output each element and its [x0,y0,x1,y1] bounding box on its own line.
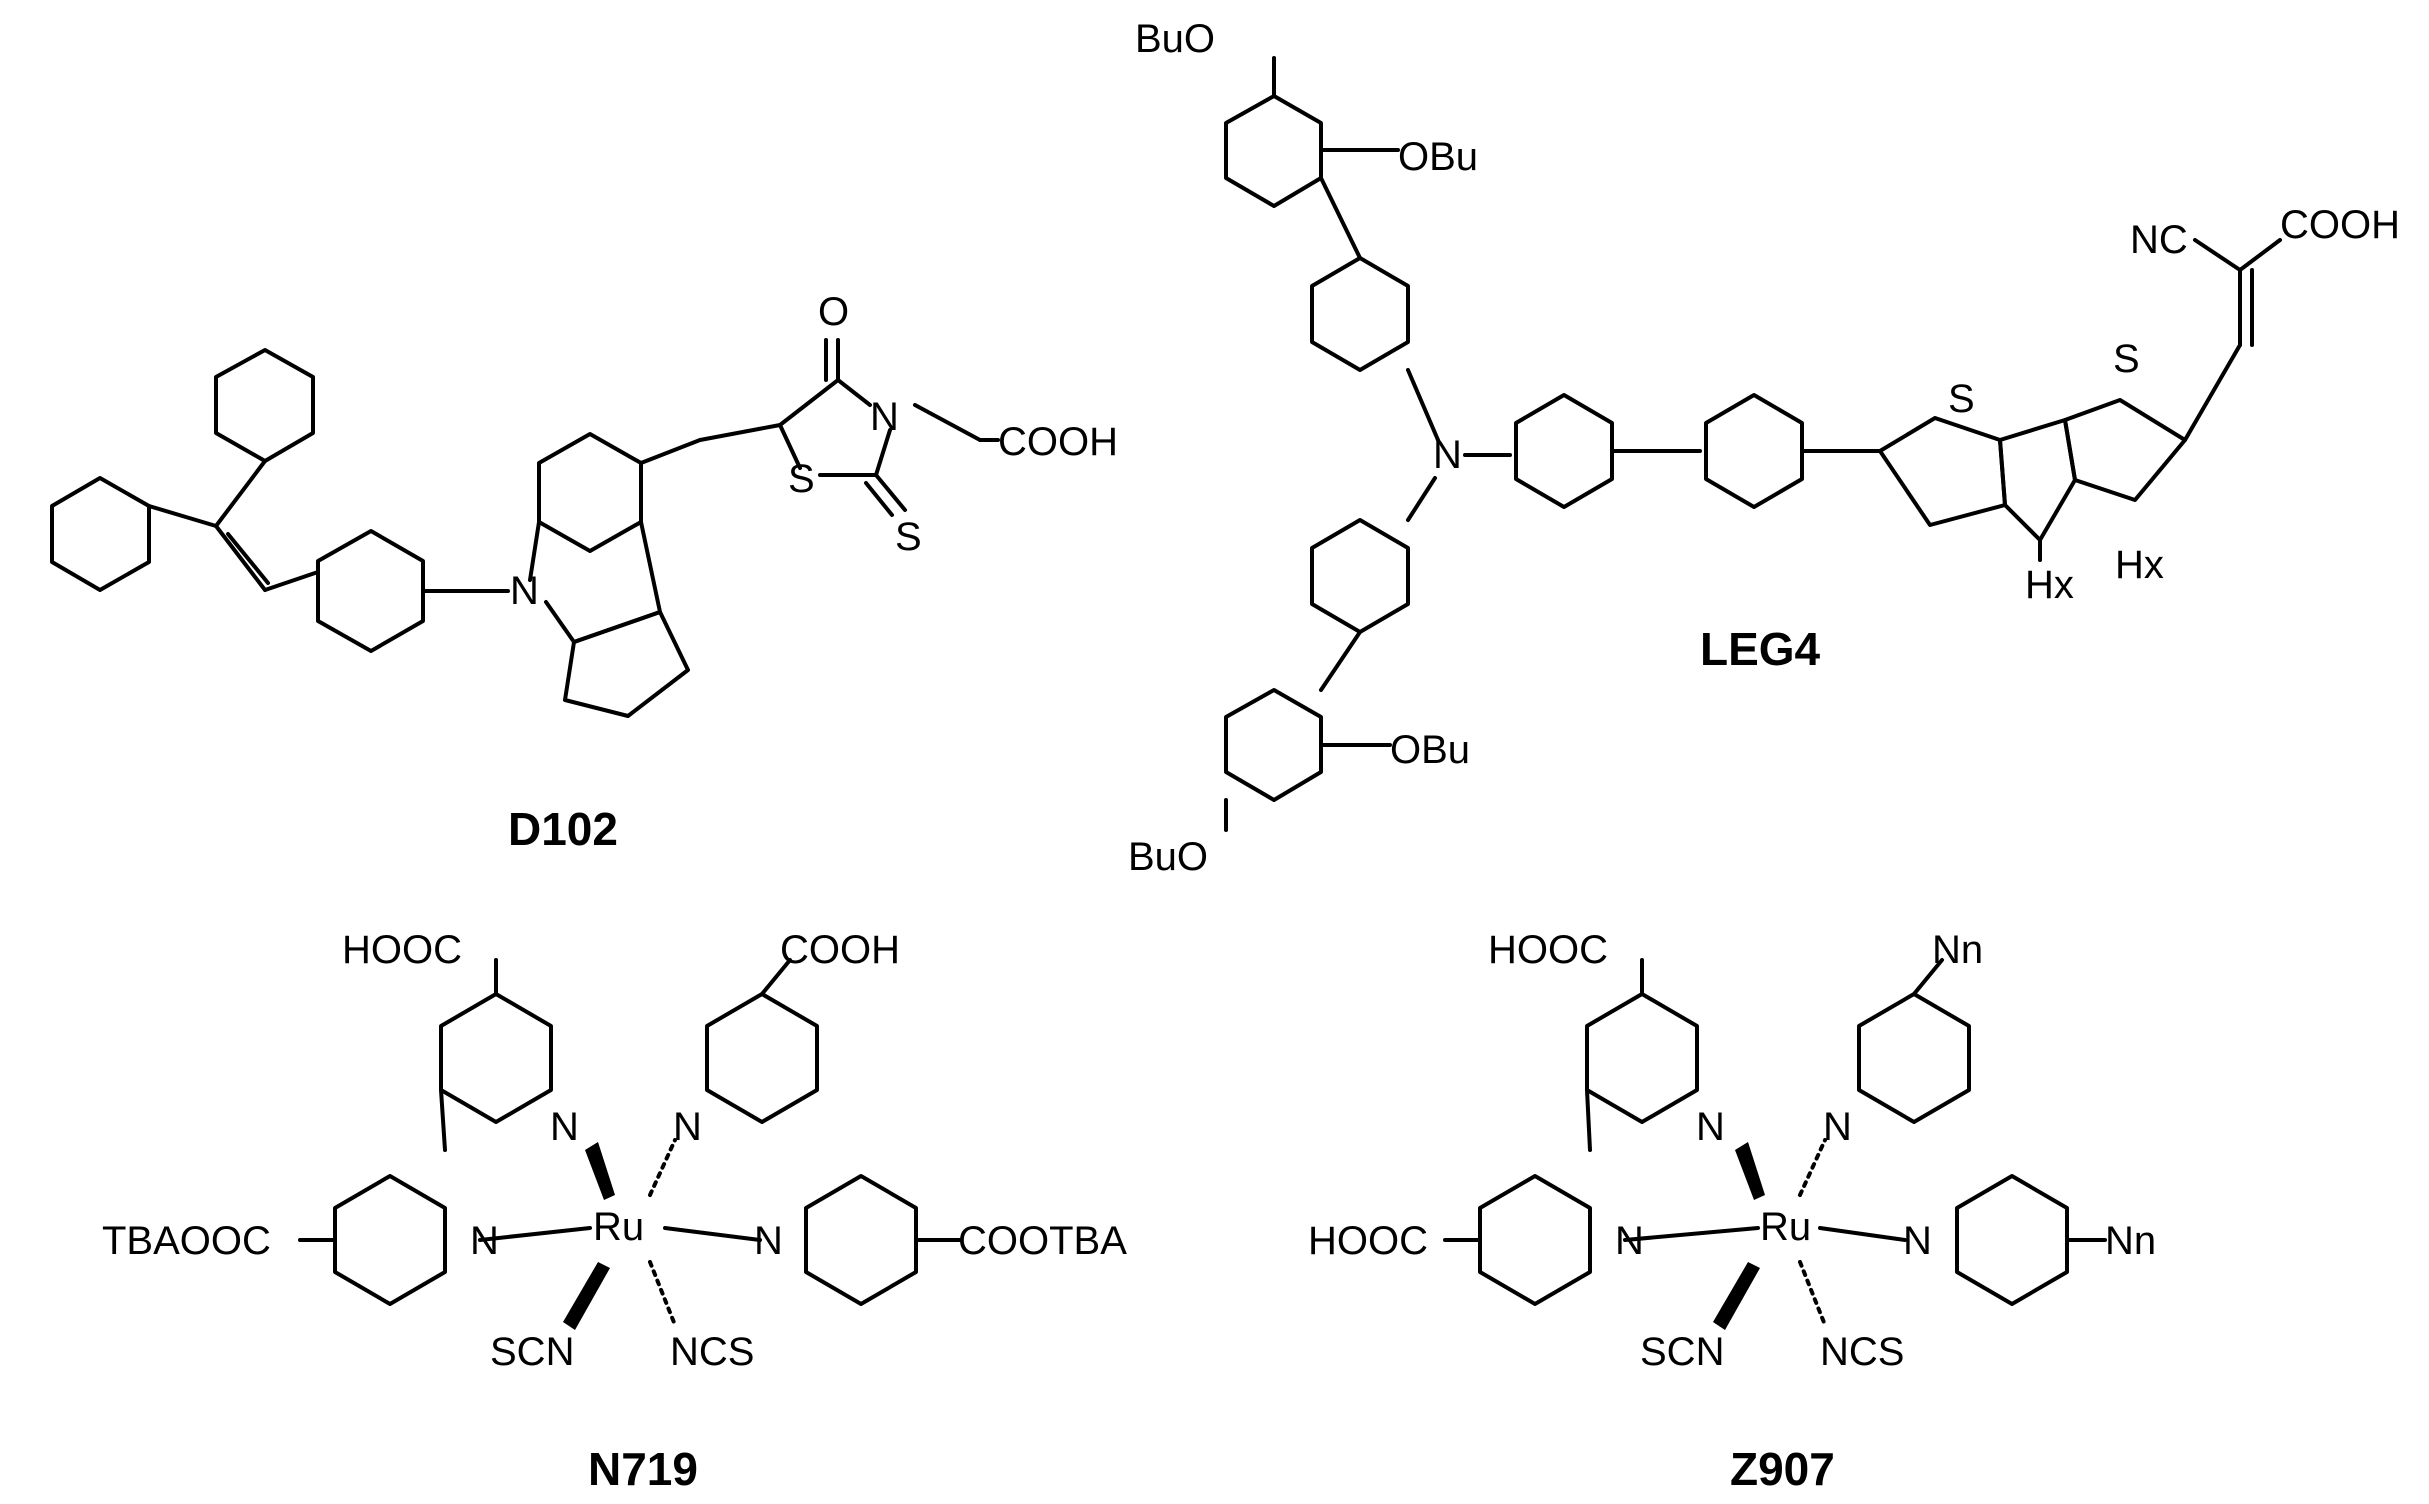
leg4-buo-top-label: BuO [1135,17,1215,61]
z907-hooc-top-label: HOOC [1488,928,1608,972]
z907-n4-label: N [1903,1219,1932,1263]
molecule-d102: N O N S S COOH D102 [50,290,1118,855]
d102-s2-label: S [895,515,922,559]
z907-n3-label: N [1823,1105,1852,1149]
n719-ncs-label: NCS [670,1330,754,1374]
leg4-hx2-label: Hx [2115,543,2164,587]
z907-nn-top-label: Nn [1932,928,1983,972]
molecule-z907: HOOC Nn HOOC Nn N N N N Ru SCN NCS Z907 [1308,928,2156,1495]
n719-cooh-label: COOH [780,928,900,972]
z907-hooc-left-label: HOOC [1308,1219,1428,1263]
z907-ncs-label: NCS [1820,1330,1904,1374]
z907-name: Z907 [1730,1443,1835,1495]
n719-n4-label: N [754,1219,783,1263]
leg4-name: LEG4 [1700,623,1821,675]
leg4-cooh-label: COOH [2280,203,2400,247]
n719-n1-label: N [550,1105,579,1149]
z907-n2-label: N [1615,1219,1644,1263]
d102-o-label: O [818,290,849,334]
d102-name: D102 [508,803,618,855]
n719-n2-label: N [470,1219,499,1263]
leg4-n-label: N [1433,433,1462,477]
n719-ru-label: Ru [593,1205,644,1249]
n719-tbaooc-label: TBAOOC [102,1219,271,1263]
leg4-buo-bot-label: BuO [1128,835,1208,879]
d102-s-label: S [788,457,815,501]
d102-n2-label: N [870,395,899,439]
molecule-n719: HOOC COOH TBAOOC COOTBA N N N N Ru SCN N… [102,928,1127,1495]
n719-hooc-label: HOOC [342,928,462,972]
z907-n1-label: N [1696,1105,1725,1149]
n719-name: N719 [588,1443,698,1495]
leg4-obu-bot-label: OBu [1390,728,1470,772]
leg4-nc-label: NC [2130,218,2188,262]
leg4-s1-label: S [1948,377,1975,421]
leg4-s2-label: S [2113,337,2140,381]
d102-cooh-label: COOH [998,420,1118,464]
molecule-leg4: BuO OBu N OBu BuO S S NC COOH Hx Hx LEG4 [1128,17,2400,879]
d102-n-label: N [510,569,539,613]
z907-scn-label: SCN [1640,1330,1724,1374]
z907-ru-label: Ru [1760,1205,1811,1249]
z907-nn-right-label: Nn [2105,1219,2156,1263]
n719-scn-label: SCN [490,1330,574,1374]
leg4-hx1-label: Hx [2025,563,2074,607]
n719-n3-label: N [673,1105,702,1149]
n719-cootba-label: COOTBA [958,1219,1127,1263]
leg4-obu-top-label: OBu [1398,135,1478,179]
